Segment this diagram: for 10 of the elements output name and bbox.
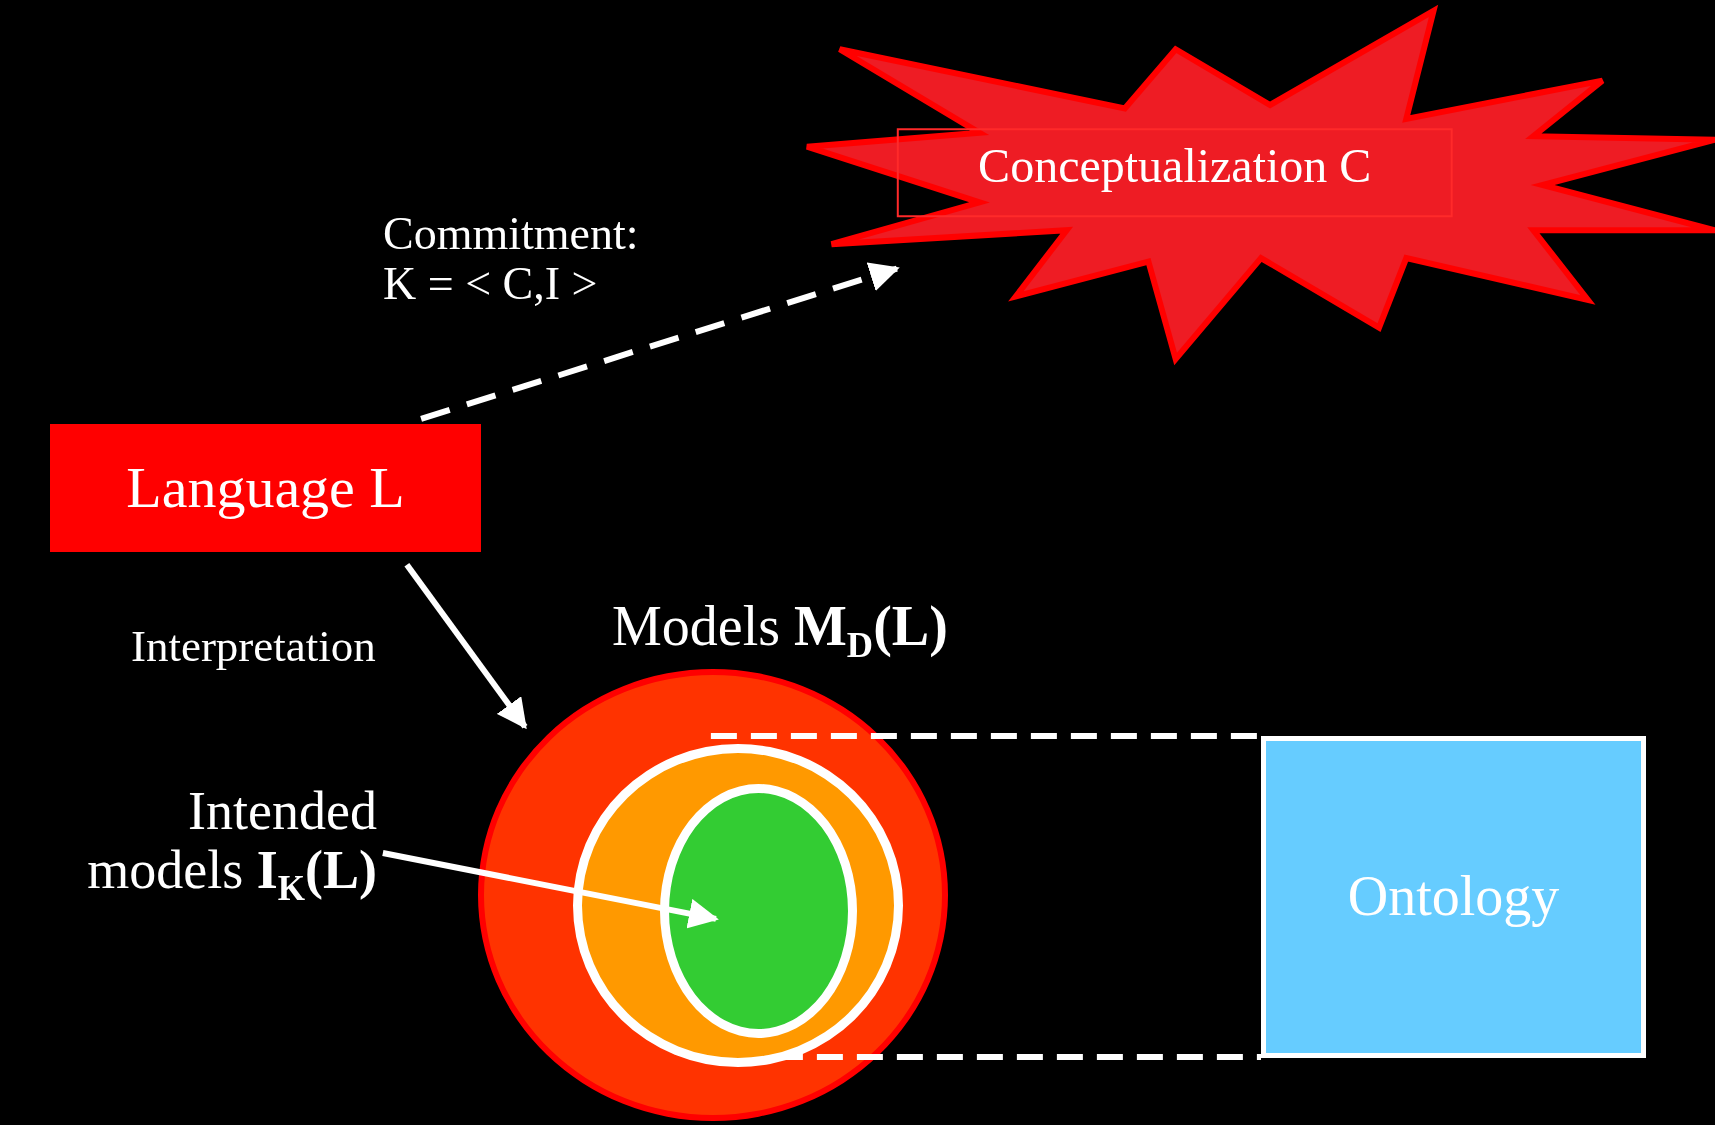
callout-label: Intended models I$_{K}$(L) xyxy=(86,782,377,909)
language-box xyxy=(50,424,481,552)
box-label: Language L xyxy=(125,456,406,520)
arrow xyxy=(382,850,719,929)
arrow xyxy=(420,262,900,422)
arrow xyxy=(404,563,528,730)
starburst-label: Conceptualization C xyxy=(977,139,1373,193)
circle-heading: Models M$_{D}$(L) xyxy=(612,596,948,666)
ontology-box xyxy=(1261,736,1646,1058)
box-label: Ontology xyxy=(1346,866,1561,928)
